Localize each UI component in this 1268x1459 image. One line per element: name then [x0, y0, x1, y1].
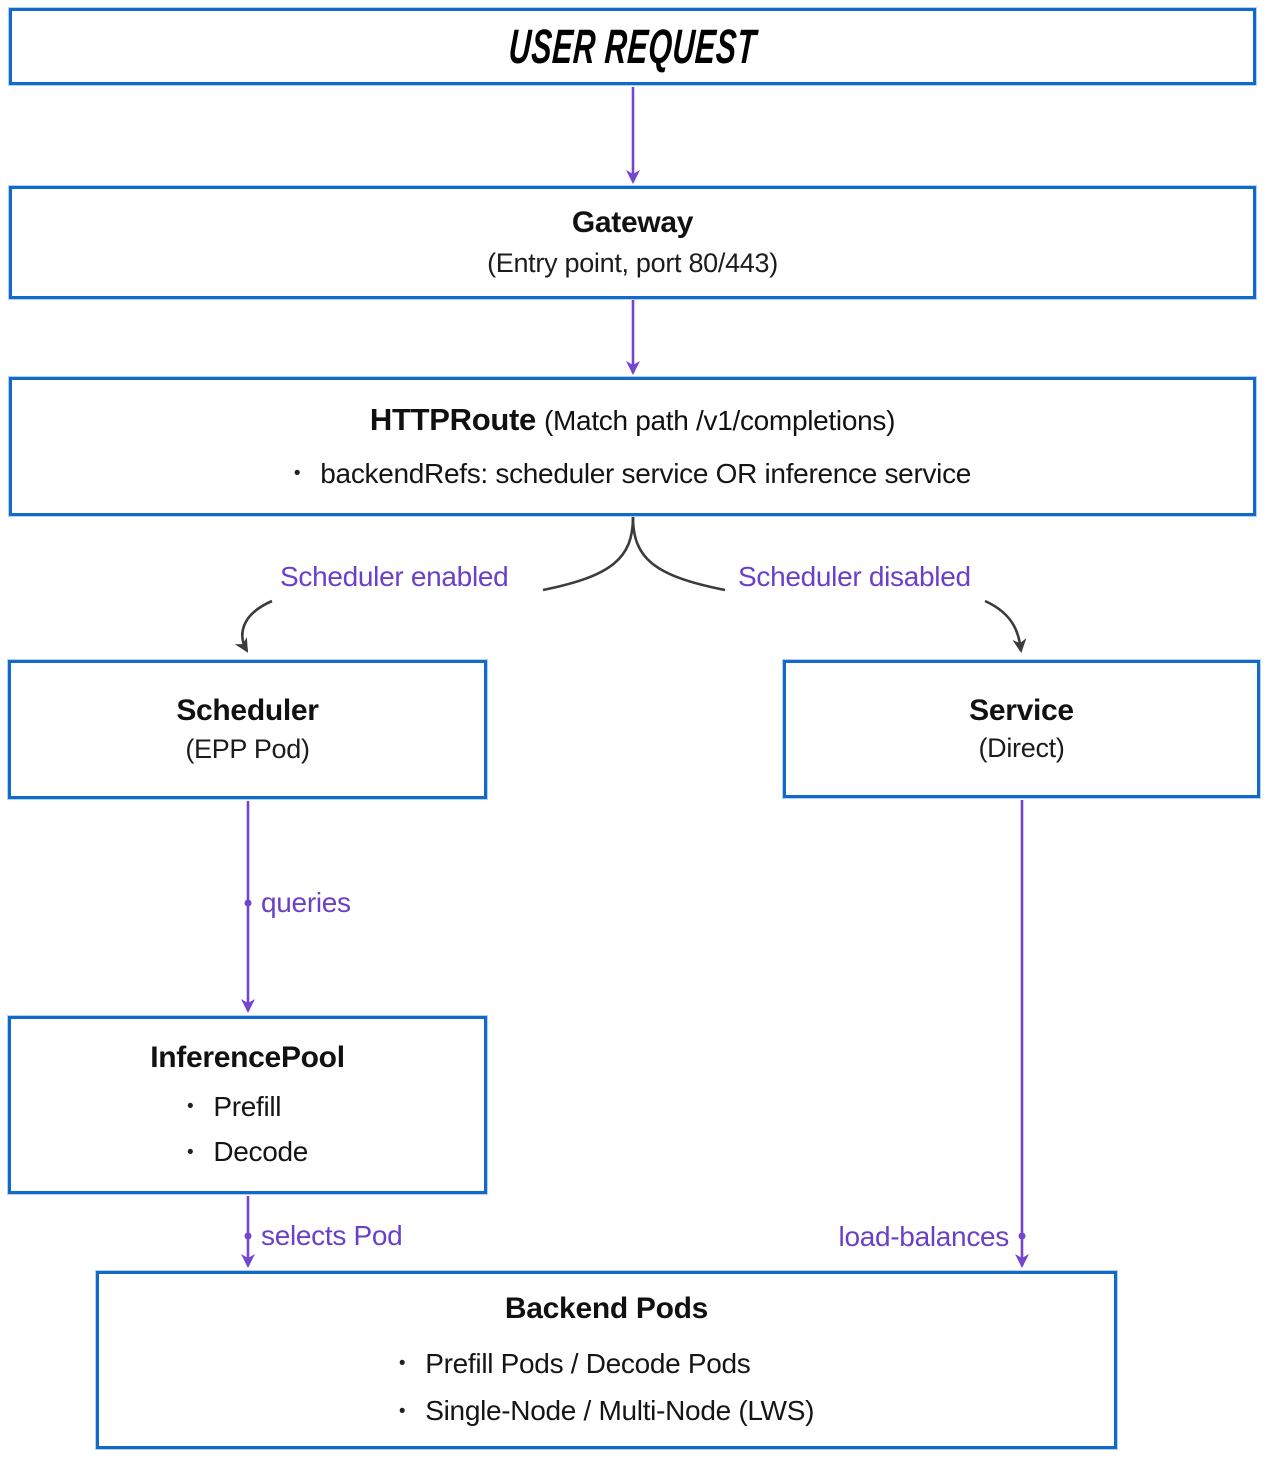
branch-curve-right — [631, 516, 726, 592]
backend-pods-title: Backend Pods — [504, 1292, 709, 1326]
user-request-title: USER REQUEST — [507, 18, 758, 73]
node-gateway: Gateway (Entry point, port 80/443) — [9, 186, 1256, 299]
node-httproute: HTTPRoute (Match path /v1/completions) •… — [9, 377, 1256, 516]
bullet-dot-icon: • — [186, 1095, 194, 1117]
gateway-subtitle: (Entry point, port 80/443) — [487, 247, 778, 278]
branch-curve-left — [542, 516, 635, 592]
edge-label-selects-pod: selects Pod — [258, 1220, 406, 1252]
httproute-title-note: (Match path /v1/completions) — [544, 405, 895, 436]
inference-pool-title: InferencePool — [150, 1041, 345, 1075]
backend-pods-bullet-text: Single-Node / Multi-Node (LWS) — [425, 1395, 815, 1427]
backend-pods-bullet-text: Prefill Pods / Decode Pods — [425, 1347, 751, 1379]
httproute-title: HTTPRoute — [369, 402, 536, 438]
edge-enabled-to-scheduler-arrow — [234, 599, 273, 653]
list-item: • Prefill Pods / Decode Pods — [399, 1347, 814, 1381]
bullet-dot-icon: • — [398, 1400, 406, 1422]
backend-pods-bullets: • Prefill Pods / Decode Pods • Single-No… — [398, 1347, 815, 1428]
service-title: Service — [969, 693, 1074, 727]
load-balances-label-tick — [1018, 1232, 1026, 1240]
list-item: • Decode — [187, 1135, 308, 1169]
inference-pool-bullet-text: Prefill — [213, 1090, 282, 1122]
gateway-title: Gateway — [571, 206, 694, 240]
bullet-dot-icon: • — [293, 463, 301, 485]
node-service: Service (Direct) — [783, 660, 1260, 798]
list-item: • Prefill — [187, 1090, 308, 1124]
node-inference-pool: InferencePool • Prefill • Decode — [8, 1016, 487, 1194]
inference-pool-bullet-text: Decode — [213, 1136, 309, 1168]
edge-label-scheduler-disabled: Scheduler disabled — [735, 561, 974, 593]
bullet-dot-icon: • — [398, 1352, 406, 1374]
node-user-request: USER REQUEST — [9, 8, 1256, 85]
queries-label-tick — [244, 899, 252, 907]
edge-label-queries: queries — [258, 887, 354, 919]
edge-disabled-to-service-arrow — [984, 599, 1027, 653]
httproute-bullet-text: backendRefs: scheduler service OR infere… — [320, 457, 972, 489]
edge-label-load-balances: load-balances — [835, 1221, 1012, 1253]
httproute-title-note-text: (Match path /v1/completions) — [544, 405, 896, 437]
service-subtitle: (Direct) — [978, 733, 1065, 764]
httproute-title-line: HTTPRoute (Match path /v1/completions) — [369, 402, 896, 439]
scheduler-title: Scheduler — [176, 694, 319, 728]
node-scheduler: Scheduler (EPP Pod) — [8, 660, 487, 799]
httproute-bullets: • backendRefs: scheduler service OR infe… — [294, 457, 971, 491]
list-item: • backendRefs: scheduler service OR infe… — [294, 457, 971, 491]
bullet-dot-icon: • — [186, 1141, 194, 1163]
edge-label-scheduler-enabled: Scheduler enabled — [277, 561, 512, 593]
node-backend-pods: Backend Pods • Prefill Pods / Decode Pod… — [96, 1271, 1117, 1449]
inference-pool-bullets: • Prefill • Decode — [187, 1090, 308, 1169]
scheduler-subtitle: (EPP Pod) — [185, 733, 310, 764]
list-item: • Single-Node / Multi-Node (LWS) — [398, 1394, 815, 1428]
selects-pod-label-tick — [244, 1232, 252, 1240]
